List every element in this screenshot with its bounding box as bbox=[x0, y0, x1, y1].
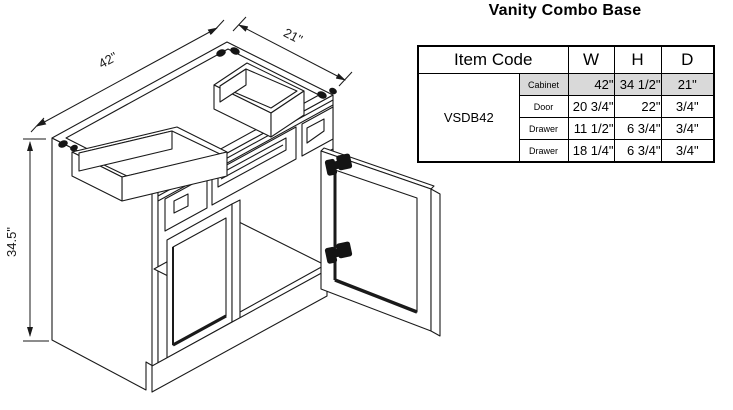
component-cell: Door bbox=[518, 95, 569, 118]
spec-table: Item Code W H D VSDB42 Cabinet 42" 34 1/… bbox=[417, 45, 715, 163]
center-stile bbox=[231, 199, 241, 323]
hinge-bottom-icon bbox=[324, 241, 353, 264]
left-drawer-front bbox=[164, 175, 208, 232]
right-drawer-front bbox=[301, 106, 334, 157]
w-value-cell: 11 1/2" bbox=[567, 117, 615, 140]
item-code-cell: VSDB42 bbox=[417, 73, 520, 163]
d-value-cell: 3/4" bbox=[660, 95, 715, 118]
corner-brackets bbox=[58, 47, 337, 152]
cabinet-technical-drawing: 42" 21" 34.5" bbox=[4, 16, 441, 393]
w-value-cell: 20 3/4" bbox=[567, 95, 615, 118]
depth-dimension-label: 21" bbox=[281, 25, 305, 47]
h-value-cell: 22" bbox=[613, 95, 662, 118]
d-value-cell: 21" bbox=[660, 73, 715, 96]
h-value-cell: 34 1/2" bbox=[613, 73, 662, 96]
hinge-top-icon bbox=[324, 153, 353, 176]
h-value-cell: 6 3/4" bbox=[613, 117, 662, 140]
h-value-cell: 6 3/4" bbox=[613, 139, 662, 163]
interior-drawer-box-right bbox=[213, 62, 305, 138]
slot-drawer-front bbox=[211, 126, 297, 206]
component-cell: Cabinet bbox=[518, 73, 569, 96]
component-cell: Drawer bbox=[518, 139, 569, 163]
dimension-lines bbox=[23, 16, 353, 342]
spec-row-drawer-2: Drawer 18 1/4" 6 3/4" 3/4" bbox=[418, 139, 715, 163]
depth-dimension-line bbox=[238, 24, 346, 81]
left-drawer-handle-cutout bbox=[173, 193, 189, 214]
height-dimension-label: 34.5" bbox=[4, 227, 19, 257]
open-door-edge bbox=[430, 188, 441, 337]
width-column-header: W bbox=[567, 45, 615, 74]
spec-row-cabinet: VSDB42 Cabinet 42" 34 1/2" 21" bbox=[417, 73, 715, 163]
width-dimension-line bbox=[36, 27, 218, 127]
height-column-header: H bbox=[613, 45, 662, 74]
toe-kick bbox=[151, 269, 328, 393]
d-value-cell: 3/4" bbox=[660, 139, 715, 163]
interior-drawer-box-left bbox=[71, 126, 228, 202]
hinges bbox=[324, 153, 353, 264]
open-door bbox=[320, 147, 441, 337]
d-value-cell: 3/4" bbox=[660, 117, 715, 140]
spec-row-drawer-1: Drawer 11 1/2" 6 3/4" 3/4" bbox=[418, 117, 715, 140]
page-title: Vanity Combo Base bbox=[488, 2, 642, 19]
spec-table-header-row: Item Code W H D bbox=[417, 45, 715, 74]
spec-row-door: Door 20 3/4" 22" 3/4" bbox=[418, 95, 715, 118]
w-value-cell: 18 1/4" bbox=[567, 139, 615, 163]
item-code-header: Item Code bbox=[417, 45, 569, 74]
w-value-cell: 42" bbox=[567, 73, 615, 96]
right-drawer-handle-cutout bbox=[306, 118, 325, 144]
component-cell: Drawer bbox=[518, 117, 569, 140]
depth-column-header: D bbox=[660, 45, 715, 74]
cabinet-body bbox=[51, 41, 441, 393]
width-dimension-label: 42" bbox=[96, 49, 120, 72]
